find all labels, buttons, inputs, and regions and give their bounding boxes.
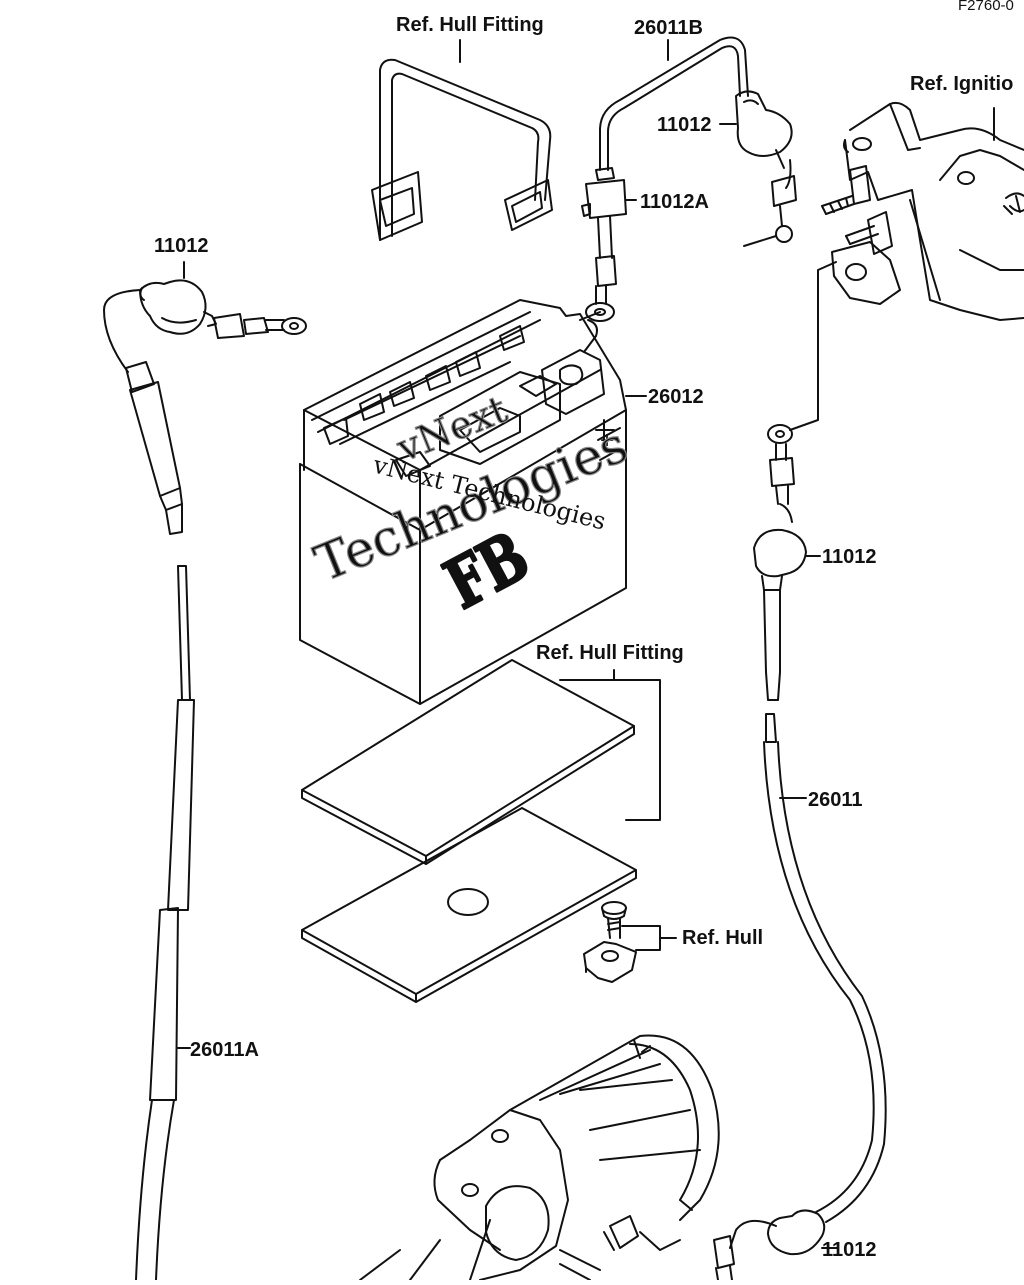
label-ref-ignition: Ref. Ignitio xyxy=(910,73,1013,95)
label-ref-hull-fitting-mid: Ref. Hull Fitting xyxy=(536,642,684,664)
cable-26011a xyxy=(103,261,307,1281)
label-ref-hull: Ref. Hull xyxy=(682,927,763,949)
battery-plus: + xyxy=(600,427,614,454)
screw-and-nut xyxy=(583,901,677,983)
cable-26011 xyxy=(713,261,887,1281)
label-11012a: 11012A xyxy=(640,191,709,213)
starter-motor xyxy=(359,1034,720,1281)
label-26011a: 26011A xyxy=(190,1039,259,1061)
label-26012: 26012 xyxy=(648,386,704,408)
label-11012-left: 11012 xyxy=(154,235,209,257)
part-labels: Ref. Hull Fitting 26011B 11012 11012A Re… xyxy=(154,0,1014,1261)
label-26011: 26011 xyxy=(808,789,863,811)
battery-26012 xyxy=(299,299,647,705)
label-11012-top: 11012 xyxy=(657,114,712,136)
label-11012-right: 11012 xyxy=(822,546,877,568)
cable-26011b xyxy=(581,36,797,322)
figure-code: F2760-0 xyxy=(958,0,1014,14)
hull-fitting-plates xyxy=(301,659,661,1003)
hull-fitting-strap xyxy=(371,39,553,241)
leader-lines xyxy=(459,39,669,63)
label-ref-hull-fitting-top: Ref. Hull Fitting xyxy=(396,14,544,36)
label-11012-bottom: 11012 xyxy=(822,1239,877,1261)
ignition-coil xyxy=(821,101,1024,321)
label-26011b: 26011B xyxy=(634,17,703,39)
